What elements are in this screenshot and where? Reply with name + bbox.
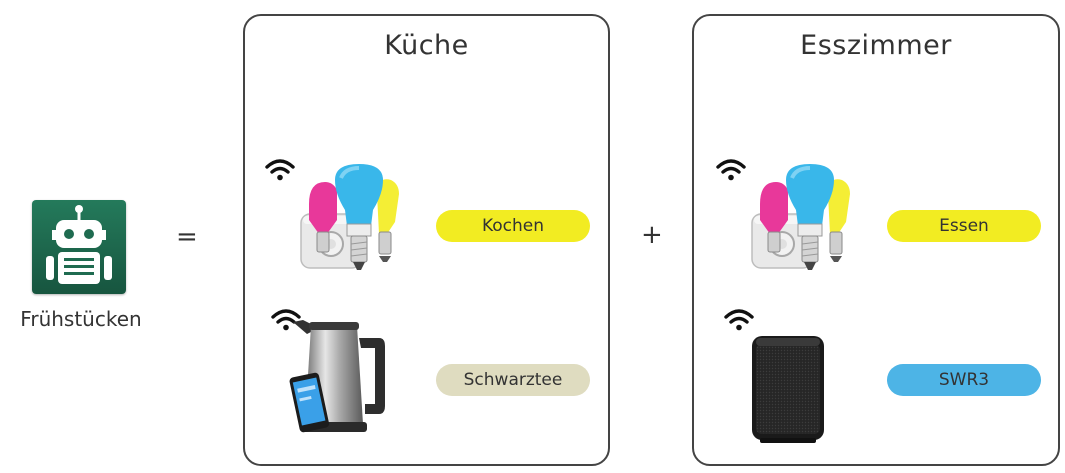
scene-pill-swr3: SWR3 <box>887 364 1041 396</box>
scene-pill-schwarztee: Schwarztee <box>436 364 590 396</box>
equals-sign: = <box>176 222 198 252</box>
robot-label: Frühstücken <box>20 307 142 331</box>
scene-pill-essen: Essen <box>887 210 1041 242</box>
scene-pill-kochen: Kochen <box>436 210 590 242</box>
room-title: Esszimmer <box>800 30 952 61</box>
smart-bulbs-bridge-icon <box>750 164 852 272</box>
smart-speaker-icon <box>752 336 824 443</box>
room-title: Küche <box>384 30 469 61</box>
robot-icon <box>32 200 126 294</box>
smart-bulbs-bridge-icon <box>299 164 401 272</box>
smart-kettle-icon <box>289 320 385 433</box>
plus-sign: + <box>641 220 663 250</box>
room-panel-esszimmer: Esszimmer Essen SWR3 <box>692 14 1060 466</box>
wifi-icon <box>724 309 754 332</box>
room-panel-kueche: Küche Kochen Schwarztee <box>243 14 610 466</box>
